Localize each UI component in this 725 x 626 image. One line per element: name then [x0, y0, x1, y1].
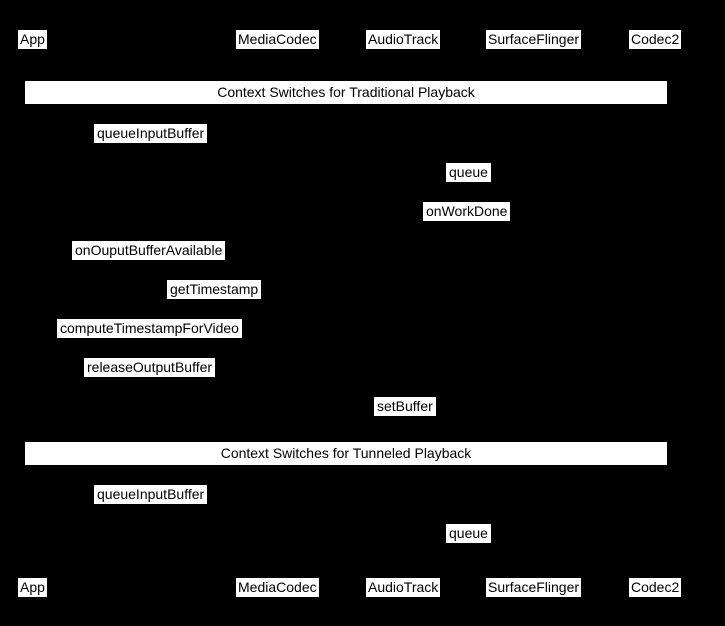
lane-footer-surfaceflinger: SurfaceFlinger: [486, 578, 582, 597]
message-label-getTimestamp: getTimestamp: [167, 280, 262, 299]
message-label-onWorkDone: onWorkDone: [423, 202, 511, 221]
lane-footer-mediacodec: MediaCodec: [236, 578, 319, 597]
lane-footer-app: App: [18, 578, 47, 597]
message-label-releaseOutputBuffer: releaseOutputBuffer: [84, 358, 216, 377]
message-label-queue: queue: [446, 524, 491, 543]
lane-header-app: App: [18, 30, 47, 49]
section-title-2: Context Switches for Tunneled Playback: [25, 442, 667, 465]
message-label-queueInputBuffer: queueInputBuffer: [94, 124, 208, 143]
lane-footer-audiotrack: AudioTrack: [366, 578, 441, 597]
lane-header-surfaceflinger: SurfaceFlinger: [486, 30, 582, 49]
message-label-setBuffer: setBuffer: [374, 397, 436, 416]
lane-header-mediacodec: MediaCodec: [236, 30, 319, 49]
lane-footer-codec2: Codec2: [629, 578, 682, 597]
message-label-computeTimestampForVideo: computeTimestampForVideo: [57, 319, 242, 338]
lane-header-codec2: Codec2: [629, 30, 682, 49]
message-label-queueInputBuffer: queueInputBuffer: [94, 485, 208, 504]
lane-header-audiotrack: AudioTrack: [366, 30, 441, 49]
section-title-1: Context Switches for Traditional Playbac…: [25, 81, 667, 104]
message-label-onOuputBufferAvailable: onOuputBufferAvailable: [72, 241, 226, 260]
message-label-queue: queue: [446, 163, 491, 182]
